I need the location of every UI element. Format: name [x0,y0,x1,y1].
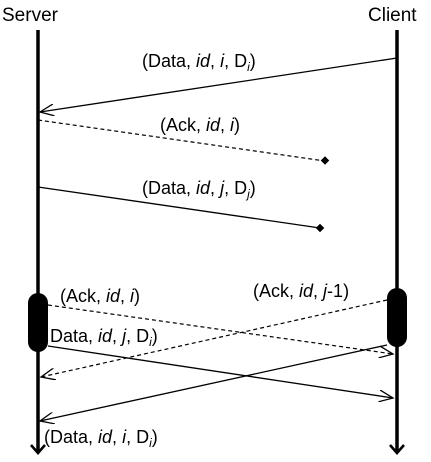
message-data-j-label: Data, id, j, Di) [50,326,158,349]
message-data-i-arrow [40,57,398,112]
server-header: Server [2,5,59,26]
message-ack-i-label: (Ack, id, i) [60,286,140,306]
client-header: Client [368,5,417,26]
lost-message-diamond [315,223,325,233]
message-ack-i-lost-arrow [37,119,326,162]
message-data-i-label: (Data, id, i, Di) [142,51,256,74]
message-data-j-arrow [47,345,393,398]
message-ack-j-minus-1-arrow [41,299,388,377]
client-timeout-marker [387,288,407,347]
server-timeout-marker [28,293,48,352]
lost-message-diamond [320,156,330,165]
message-data-j-lost-arrow [37,186,321,229]
message-data-i-retransmit-arrow [40,344,388,421]
message-ack-i-arrow [47,304,393,354]
message-ack-i-lost-label: (Ack, id, i) [160,115,240,135]
message-data-i-retransmit-label: (Data, id, i, Di) [44,427,158,450]
message-data-j-lost-label: (Data, id, j, Dj) [142,178,256,201]
message-ack-j-minus-1-label: (Ack, id, j-1) [253,281,349,301]
